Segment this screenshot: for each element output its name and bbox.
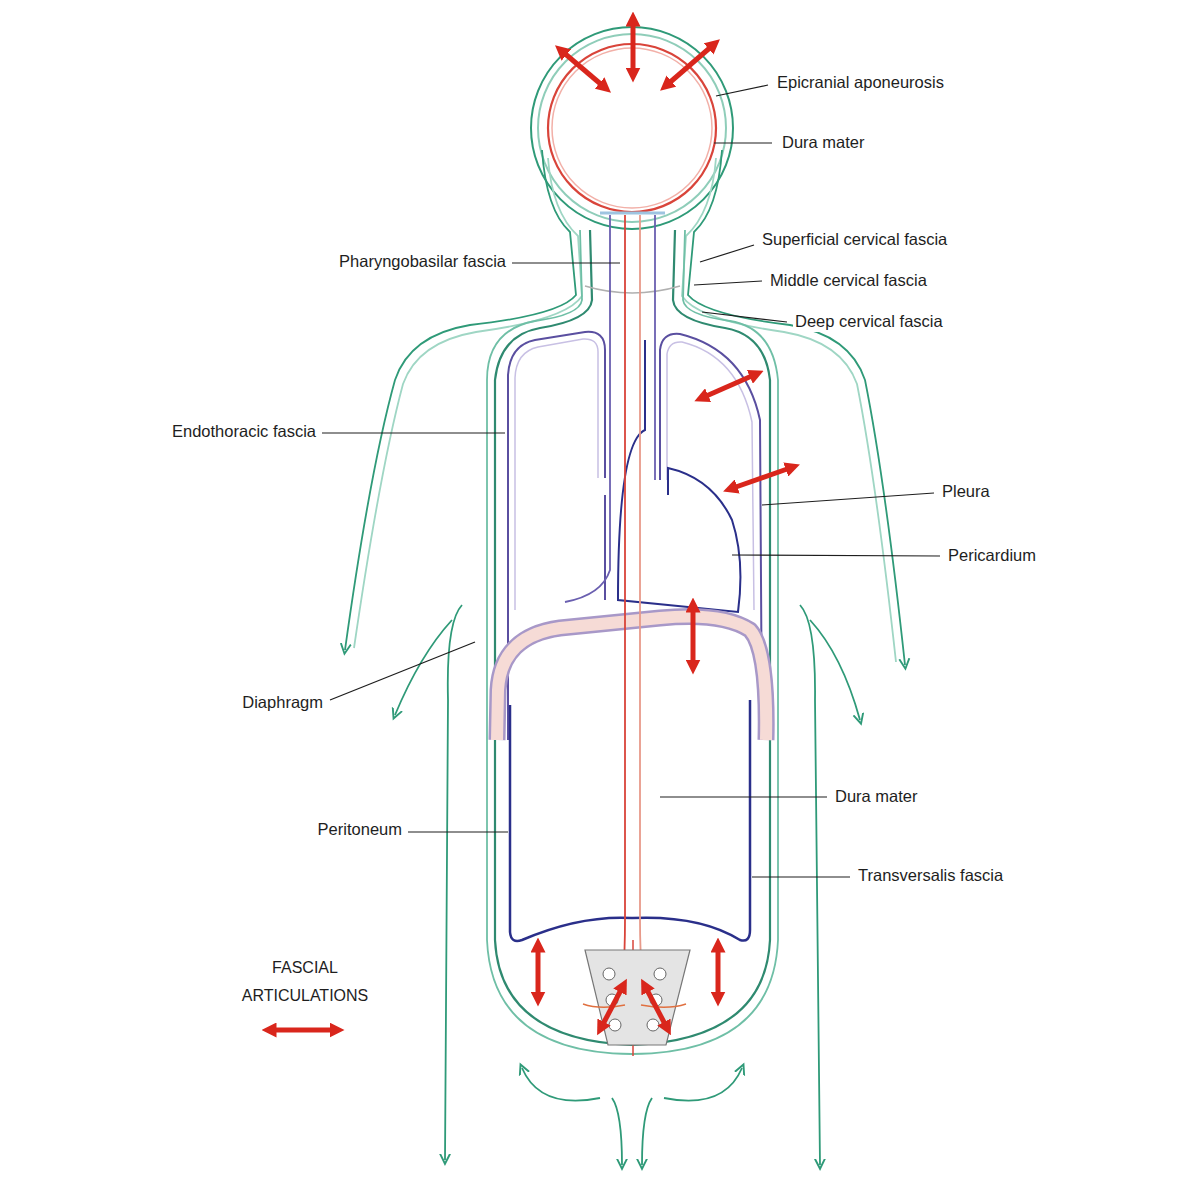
leader-line — [660, 796, 827, 797]
anatomy-label: Deep cervical fascia — [793, 312, 945, 332]
leader-line — [408, 831, 508, 832]
peritoneum-line — [510, 700, 750, 941]
left-trunk-fascia — [445, 605, 462, 1160]
articulation-arrow — [563, 52, 603, 86]
articulation-arrow — [646, 988, 666, 1026]
diaphragm-outer — [497, 617, 766, 741]
articulation-arrow — [631, 22, 636, 72]
leader-line — [752, 876, 850, 877]
anatomy-label: Diaphragm — [240, 693, 325, 713]
pleura — [508, 332, 762, 740]
deep-fascia — [487, 230, 778, 1054]
articulation-arrow — [704, 375, 754, 397]
dura-right — [640, 215, 655, 1040]
leader-line — [716, 85, 768, 96]
articulation-arrow — [716, 948, 721, 996]
left-branch-fascia — [395, 620, 452, 715]
sacral-nerves — [583, 1004, 686, 1007]
diaphragm-band — [497, 617, 766, 741]
articulation-arrow — [602, 988, 622, 1026]
spinal-dura — [612, 215, 655, 1056]
right-gluteal-arrow — [664, 1068, 742, 1101]
skull-base — [600, 212, 665, 215]
leader-line — [762, 493, 934, 505]
left-leg-fascia — [612, 1098, 622, 1165]
visceral-tube — [565, 215, 655, 602]
anatomy-label: Peritoneum — [316, 820, 404, 840]
anatomy-label: Superficial cervical fascia — [760, 230, 949, 250]
right-branch-fascia — [810, 620, 860, 720]
left-gluteal-arrow — [522, 1068, 600, 1101]
right-arm-fascia — [688, 150, 905, 665]
anatomy-label: Transversalis fascia — [856, 866, 1005, 886]
anatomy-label: Middle cervical fascia — [768, 271, 929, 291]
sacral-foramen — [609, 1019, 621, 1031]
left-bronchus — [565, 215, 610, 602]
articulation-arrow — [733, 468, 790, 488]
left-pleura-lower — [604, 495, 606, 600]
anatomy-label: Dura mater — [833, 787, 920, 807]
leader-line — [714, 142, 772, 143]
anatomy-label: Pleura — [940, 482, 992, 502]
sacral-foramen — [647, 1019, 659, 1031]
body-wall-line — [487, 230, 778, 1054]
legend-text: FASCIAL ARTICULATIONS — [230, 954, 380, 1010]
leader-line — [330, 642, 475, 700]
transversalis-line — [495, 230, 770, 1045]
anatomy-label: Epicranial aponeurosis — [775, 73, 946, 93]
leader-line — [702, 312, 787, 322]
leader-lines — [322, 85, 940, 877]
superficial-fascia — [345, 150, 905, 1165]
leader-line — [694, 281, 762, 285]
left-pleura-inner — [515, 339, 598, 610]
legend-arrow — [272, 1028, 334, 1033]
dura-left — [612, 215, 625, 1040]
pericardium-line — [618, 340, 740, 612]
pharyngobasilar-line — [585, 286, 680, 293]
leader-line — [512, 262, 620, 263]
anatomy-label: Pericardium — [946, 546, 1038, 566]
articulation-arrow — [691, 608, 696, 664]
right-trunk-fascia — [800, 605, 820, 1165]
sacrum-bone — [585, 950, 690, 1045]
left-arm-fascia — [345, 150, 576, 650]
anatomy-label: Endothoracic fascia — [170, 422, 318, 442]
diaphragm-inner — [497, 617, 766, 741]
leader-line — [732, 555, 940, 556]
articulation-arrow — [536, 948, 541, 996]
right-bronchus — [654, 215, 656, 480]
articulation-arrow — [668, 46, 712, 84]
fascial-articulations — [272, 22, 790, 1030]
sacral-foramen — [603, 968, 615, 980]
sacral-foramen — [654, 968, 666, 980]
anatomy-label: Dura mater — [780, 133, 867, 153]
right-pleura — [660, 334, 762, 740]
leader-line — [322, 432, 505, 433]
right-leg-fascia — [642, 1098, 652, 1165]
anatomy-label: Pharyngobasilar fascia — [337, 252, 508, 272]
sacrum — [583, 950, 690, 1045]
left-arm-fascia-inner — [354, 158, 582, 648]
leader-line — [700, 245, 754, 262]
left-pleura — [508, 332, 605, 740]
